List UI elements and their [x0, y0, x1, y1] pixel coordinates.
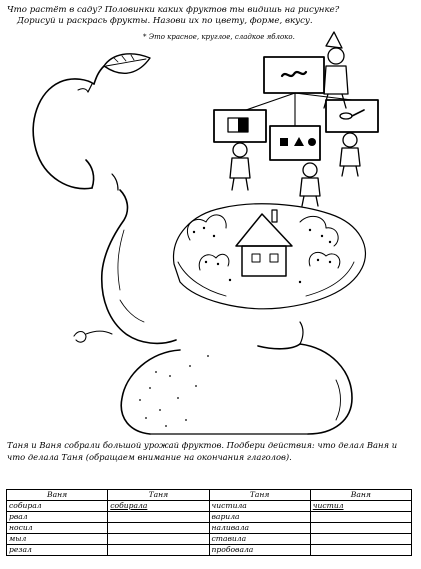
verbs-table: Ваня Таня Таня Ваня собирал собирала чис…: [5, 489, 413, 556]
half-apple-drawing: [32, 53, 151, 190]
column-header: Ваня: [5, 489, 109, 501]
half-pear-drawing: [73, 173, 177, 345]
table-header-row: Ваня Таня Таня Ваня: [5, 489, 413, 501]
table-cell: варила: [208, 511, 311, 523]
table-row: рвал варила: [5, 511, 413, 523]
table-cell: пробовала: [208, 544, 311, 556]
task-text: Таня и Ваня собрали большой урожай фрукт…: [7, 440, 398, 462]
half-peach-drawing: [120, 321, 353, 435]
table-cell: [309, 522, 413, 534]
table-cell: чистил: [309, 500, 413, 512]
table-row: резал пробовала: [5, 544, 413, 556]
table-cell: [107, 533, 210, 545]
table-row: собирал собирала чистила чистил: [5, 500, 413, 512]
table-cell: ставила: [208, 533, 311, 545]
table-cell: чистила: [208, 500, 311, 512]
illustration: [32, 31, 379, 435]
column-header: Таня: [107, 489, 210, 501]
table-cell: носил: [5, 522, 109, 534]
table-cell: мыл: [5, 533, 109, 545]
table-cell: [107, 511, 210, 523]
instruction-line-1: Что растёт в саду? Половинки каких фрукт…: [7, 5, 340, 15]
gnomes-with-cards-drawing: [213, 31, 379, 207]
table-cell: собирал: [5, 500, 109, 512]
table-cell: [309, 511, 413, 523]
table-cell: [107, 522, 210, 534]
table-row: носил наливала: [5, 522, 413, 534]
column-header: Ваня: [309, 489, 413, 501]
table-cell: [107, 544, 210, 556]
table-row: мыл ставила: [5, 533, 413, 545]
table-cell: собирала: [107, 500, 210, 512]
table-cell: наливала: [208, 522, 311, 534]
table-cell: рвал: [5, 511, 109, 523]
garden-house-drawing: [172, 203, 367, 310]
column-header: Таня: [208, 489, 311, 501]
example-note: * Это красное, круглое, сладкое яблоко.: [143, 33, 295, 41]
table-cell: [309, 533, 413, 545]
instruction-line-2: Дорисуй и раскрась фрукты. Назови их по …: [17, 16, 313, 26]
table-cell: резал: [5, 544, 109, 556]
table-cell: [309, 544, 413, 556]
